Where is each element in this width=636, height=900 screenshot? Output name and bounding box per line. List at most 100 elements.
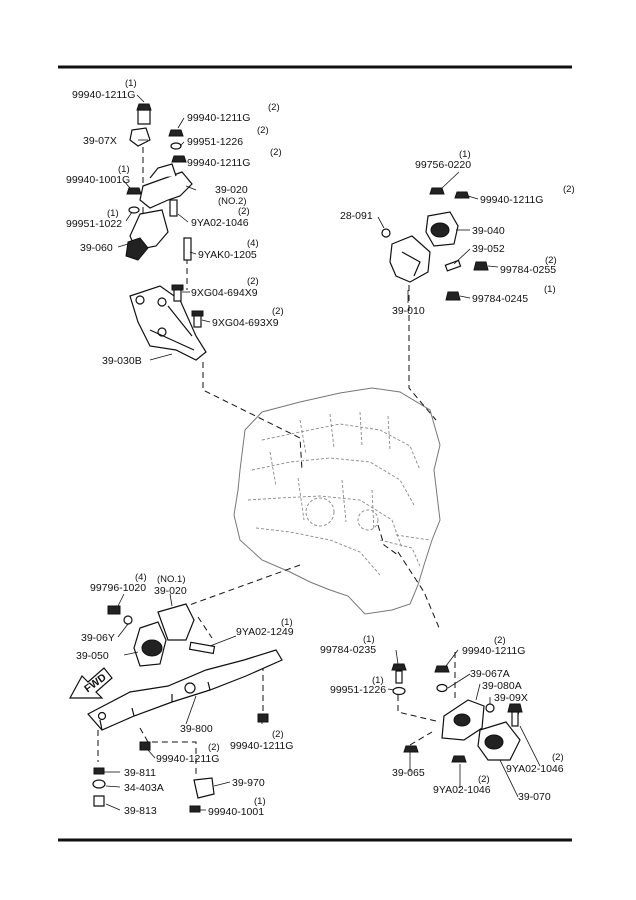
svg-text:(1): (1) — [459, 149, 471, 160]
svg-text:39-020: 39-020 — [154, 585, 187, 597]
svg-text:39-070: 39-070 — [518, 791, 551, 803]
svg-text:(2): (2) — [247, 276, 259, 287]
callout-39-06Y: 39-06Y — [81, 632, 115, 644]
callout-99940-1001: (1)99940-1001 — [208, 796, 266, 818]
svg-text:9YA02-1046: 9YA02-1046 — [191, 217, 249, 229]
mount-39-070-assembly — [391, 663, 523, 763]
svg-text:99940-1211G: 99940-1211G — [72, 89, 135, 101]
callout-99796-1020: (4)99796-1020 — [90, 572, 147, 594]
svg-text:39-07X: 39-07X — [83, 135, 117, 147]
callout-99940-1211G: (2)99940-1211G — [462, 635, 525, 657]
svg-text:(2): (2) — [268, 102, 280, 113]
svg-text:99756-0220: 99756-0220 — [415, 159, 471, 171]
svg-text:99951-1022: 99951-1022 — [66, 218, 122, 230]
part-callouts: (1)99940-1211G (2)99940-1211G 39-07X (2)… — [66, 78, 575, 818]
mount-39-060-assembly — [125, 103, 193, 261]
svg-text:99951-1226: 99951-1226 — [187, 136, 243, 148]
callout-39-080A: 39-080A — [482, 680, 522, 692]
svg-text:(2): (2) — [272, 729, 284, 740]
callout-39-811: 39-811 — [124, 767, 156, 779]
svg-text:39-811: 39-811 — [124, 767, 156, 779]
svg-text:39-067A: 39-067A — [470, 668, 510, 680]
svg-text:(2): (2) — [208, 742, 220, 753]
svg-text:9YA02-1046: 9YA02-1046 — [433, 784, 491, 796]
callout-99940-1211G: (1)99940-1211G — [72, 78, 137, 101]
svg-text:99784-0255: 99784-0255 — [500, 264, 556, 276]
svg-text:39-800: 39-800 — [180, 723, 213, 735]
callout-39-065: 39-065 — [392, 767, 425, 779]
svg-text:39-813: 39-813 — [124, 805, 157, 817]
callout-99940-1211G: (2) 99940-1211G — [187, 102, 280, 124]
svg-text:(2): (2) — [238, 206, 250, 217]
svg-text:(1): (1) — [544, 284, 556, 295]
svg-text:99784-0235: 99784-0235 — [320, 644, 376, 656]
leader-lines — [104, 94, 541, 811]
callout-99784-0255: (2)99784-0255 — [500, 255, 557, 276]
svg-text:99940-1211G: 99940-1211G — [187, 157, 250, 169]
svg-text:39-06Y: 39-06Y — [81, 632, 115, 644]
svg-text:28-091: 28-091 — [340, 210, 373, 222]
svg-text:(1): (1) — [107, 208, 119, 219]
svg-text:(2): (2) — [478, 774, 490, 785]
svg-text:99784-0245: 99784-0245 — [472, 293, 528, 305]
svg-text:(1): (1) — [125, 78, 137, 89]
engine-block — [233, 387, 441, 615]
svg-text:39-010: 39-010 — [392, 305, 425, 317]
svg-text:9YA02-1249: 9YA02-1249 — [236, 626, 294, 638]
callout-39-050: 39-050 — [76, 650, 109, 662]
svg-text:39-052: 39-052 — [472, 243, 505, 255]
callout-39-070: 39-070 — [518, 791, 551, 803]
callout-9XG04-693X9: (2)9XG04-693X9 — [212, 306, 284, 329]
svg-text:39-970: 39-970 — [232, 777, 265, 789]
svg-text:39-020: 39-020 — [215, 184, 248, 196]
svg-text:(NO.1): (NO.1) — [157, 574, 186, 585]
callout-39-067A: 39-067A — [470, 668, 510, 680]
callout-9YA02-1249: (1)9YA02-1249 — [236, 617, 294, 638]
svg-text:99940-1211G: 99940-1211G — [156, 753, 219, 765]
svg-text:(2): (2) — [552, 752, 564, 763]
svg-text:39-040: 39-040 — [472, 225, 505, 237]
callout-39-813: 39-813 — [124, 805, 157, 817]
callout-99951-1226: (2) 99951-1226 — [187, 125, 269, 148]
callout-39-970: 39-970 — [232, 777, 265, 789]
callout-99940-1001G: (1)99940-1001G — [66, 164, 130, 186]
callout-99951-1226: (1)99951-1226 — [330, 675, 386, 696]
callout-99940-1211G: (2)99940-1211G — [480, 184, 575, 206]
svg-text:(2): (2) — [272, 306, 284, 317]
callout-39-07X: 39-07X — [83, 135, 117, 147]
svg-text:39-09X: 39-09X — [494, 692, 528, 704]
callout-39-040: 39-040 — [472, 225, 505, 237]
svg-text:(1): (1) — [281, 617, 293, 628]
callout-39-09X: 39-09X — [494, 692, 528, 704]
svg-text:(2): (2) — [563, 184, 575, 195]
svg-text:39-080A: 39-080A — [482, 680, 522, 692]
callout-99940-1211G: (2)99940-1211G — [187, 147, 282, 169]
svg-text:(1): (1) — [363, 634, 375, 645]
svg-text:9XG04-694X9: 9XG04-694X9 — [191, 287, 258, 299]
svg-text:99951-1226: 99951-1226 — [330, 684, 386, 696]
svg-text:39-050: 39-050 — [76, 650, 109, 662]
callout-99951-1022: (1)99951-1022 — [66, 208, 122, 230]
svg-text:9XG04-693X9: 9XG04-693X9 — [212, 317, 279, 329]
svg-text:34-403A: 34-403A — [124, 782, 164, 794]
callout-9YA02-1046: (2)9YA02-1046 — [191, 206, 250, 229]
svg-text:(2): (2) — [257, 125, 269, 136]
svg-text:39-065: 39-065 — [392, 767, 425, 779]
svg-text:(1): (1) — [118, 164, 130, 175]
svg-text:(NO.2): (NO.2) — [218, 196, 247, 207]
assembly-lines — [97, 137, 521, 778]
callout-99756-0220: (1)99756-0220 — [415, 149, 471, 171]
svg-text:(1): (1) — [254, 796, 266, 807]
callout-39-020-no1: (NO.1)39-020 — [154, 574, 187, 597]
mount-39-040-assembly — [381, 187, 489, 301]
svg-text:(2): (2) — [545, 255, 557, 266]
callout-39-800: 39-800 — [180, 723, 213, 735]
svg-text:99940-1211G: 99940-1211G — [230, 740, 293, 752]
callout-28-091: 28-091 — [340, 210, 373, 222]
svg-text:99940-1211G: 99940-1211G — [187, 112, 250, 124]
callout-39-010: 39-010 — [392, 305, 425, 317]
svg-text:(2): (2) — [494, 635, 506, 646]
callout-9YA02-1046: (2)9YA02-1046 — [433, 774, 491, 796]
svg-text:99940-1001: 99940-1001 — [208, 806, 264, 818]
